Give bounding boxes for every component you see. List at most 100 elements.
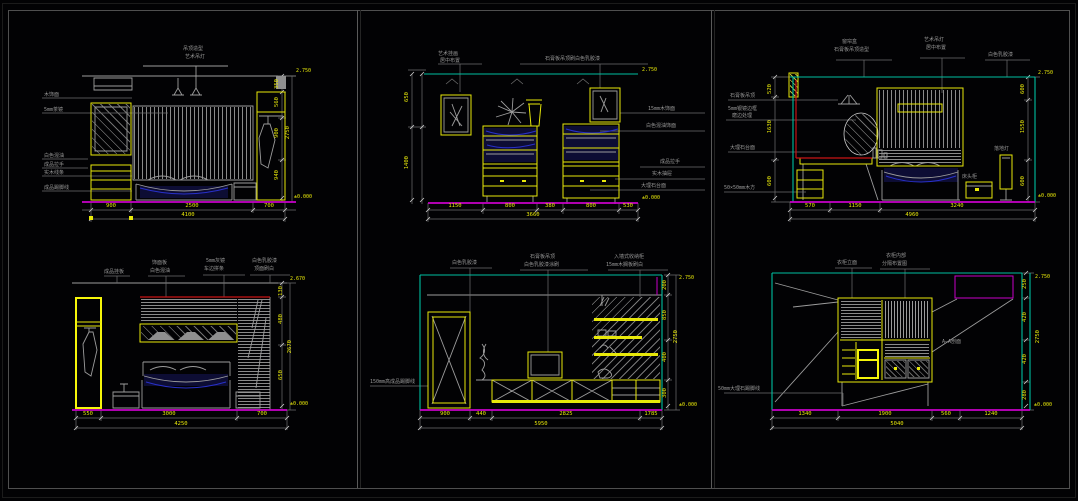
view-label: 居中布置 [440,58,461,64]
elevation-mark: ±0.000 [679,402,698,408]
dimension-label: 130 [278,286,284,296]
dimension-label: 1630 [767,120,773,134]
dimension-total-label: 2750 [1035,330,1041,344]
view-label: 衣柜立面 [837,260,858,266]
dimension-label: 700 [257,411,267,417]
view-label: 5mm灰镜 [206,258,226,264]
view-label: 分隔布置图 [882,261,908,267]
view-label: 白色混油 [150,268,171,274]
dimension-label: 1550 [1020,120,1026,134]
dimension-label: 900 [106,203,116,209]
material-label: 成品拉手 [44,162,65,168]
dimension-total-label: 5950 [534,421,548,427]
dimension-label: 600 [767,176,773,186]
view-label: 石膏板吊顶刷白色乳胶漆 [545,56,601,62]
view-label: 成品挂板 [104,269,125,275]
dimension-total-label: 2750 [673,330,679,344]
dimension-label: 3240 [950,203,964,209]
material-label: 磨边处理 [732,113,753,119]
elevation-mark: 2.750 [642,67,658,73]
dimension-label: 650 [404,92,410,102]
section-label: A—A剖面 [942,339,962,345]
view-label: 车边拼条 [204,266,225,272]
dimension-total-label: 2670 [287,340,293,354]
elevation-5-linework [370,267,680,431]
material-label: 实木线条 [44,170,65,176]
view-label: 艺术挂画 [438,51,459,57]
dimension-label: 1150 [848,203,862,209]
view-label: 艺术吊灯 [185,54,206,60]
dimension-label: 1150 [448,203,462,209]
dimension-label: 250 [1022,279,1028,289]
material-label: 大理石台面 [641,183,667,189]
dimension-label: 350 [274,79,280,89]
elevation-2-linework [408,63,705,222]
dimension-label: 800 [505,203,515,209]
furniture-label: 落地灯 [994,146,1010,152]
material-label: 50mm大理石踢脚线 [718,386,761,392]
dimension-label: 300 [662,388,668,398]
elevation-mark: 2.750 [1038,70,1054,76]
material-label: 成品拉手 [660,159,681,165]
dimension-label: 380 [545,203,555,209]
dimension-label: 700 [264,203,274,209]
dimension-label: 480 [278,314,284,324]
material-label: 150mm高成品踢脚线 [370,379,416,385]
dimension-label: 560 [274,97,280,107]
dimension-label: 650 [278,370,284,380]
view-label: 白色乳胶漆 [988,52,1014,58]
elevation-mark: ±0.000 [642,195,661,201]
dimension-total-label: 3660 [526,212,540,218]
material-label: 大理石台面 [730,145,756,151]
elevation-mark: ±0.000 [294,194,313,200]
view-label: 白色乳胶漆 [452,260,478,266]
view-label: 吊顶造型 [183,46,204,52]
view-label: 窗帘盒 [842,39,858,45]
elevation-mark: ±0.000 [1038,193,1057,199]
dimension-label: 550 [83,411,93,417]
view-label: 石膏板吊顶造型 [834,47,870,53]
material-label: 白色混油饰面 [646,123,677,129]
dimension-label: 400 [662,352,668,362]
dimension-label: 850 [662,310,668,320]
dimension-label: 440 [476,411,486,417]
dimension-label: 520 [767,84,773,94]
dimension-label: 420 [1022,312,1028,322]
dimension-total-label: 2750 [285,126,291,140]
dimension-label: 1340 [798,411,812,417]
dimension-label: 900 [274,128,280,138]
view-label: 15mm木搁板刷白 [606,262,644,268]
material-label: 实木抽屉 [652,171,673,177]
view-label: 艺术吊灯 [924,37,945,43]
dimension-total-label: 4960 [905,212,919,218]
material-label: 15mm木饰面 [648,106,676,112]
view-label: 衣柜内部 [886,253,907,259]
material-label: 白色混油 [44,153,65,159]
dimension-label: 800 [586,203,596,209]
view-label: 顶面刷白 [254,266,275,272]
view-label: 居中布置 [926,45,947,51]
elevation-mark: 2.750 [1035,274,1051,280]
dimension-label: 530 [623,203,633,209]
elevation-mark: 2.750 [679,275,695,281]
dimension-label: 2500 [185,203,199,209]
dimension-label: 600 [1020,176,1026,186]
material-label: 石膏板吊顶 [730,93,756,99]
view-label: 白色乳胶漆涂刷 [524,262,560,268]
material-label: 5mm银镜边框 [728,106,758,112]
view-label: 入墙式收纳柜 [614,254,645,260]
dimension-label: 3000 [162,411,176,417]
elevation-3-linework [724,57,1040,222]
elevation-mark: 2.750 [296,68,312,74]
dimension-label: 570 [805,203,815,209]
material-label: 50×50mm木方 [724,185,756,191]
dimension-label: 600 [1020,84,1026,94]
elevation-6-linework [724,267,1034,431]
elevation-1-linework [42,65,296,222]
dimension-total-label: 4100 [181,212,195,218]
view-label: 饰面板 [152,260,168,266]
dimension-label: 200 [662,280,668,290]
dimension-total-label: 5040 [890,421,904,427]
